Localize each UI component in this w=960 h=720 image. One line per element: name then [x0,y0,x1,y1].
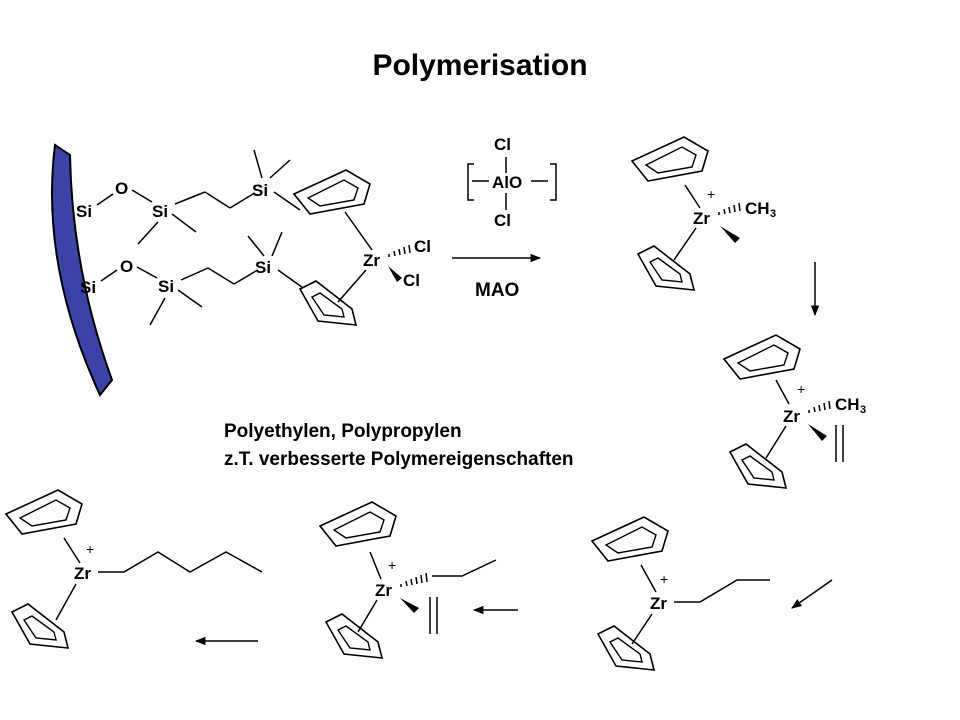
zr-atom: Zr [650,594,667,613]
mao-cl-bottom: Cl [494,211,511,230]
si-atom: Si [252,181,268,200]
mao-structure: Cl AlO Cl [467,135,557,230]
silica-support-surface [51,143,114,397]
methyl-ch: CH [835,395,860,414]
mao-label: MAO [475,280,519,301]
cl-atom: Cl [414,237,431,256]
cationic-methyl-zirconocene: Zr + CH 3 [631,136,776,291]
pentyl-zirconocene: Zr + [5,489,263,649]
methyl-subscript: 3 [860,404,866,416]
cl-atom: Cl [403,271,420,290]
methyl-subscript: 3 [770,208,776,220]
zr-atom: Zr [363,251,380,270]
propyl-olefin-complex: Zr + [319,501,497,659]
cation-charge: + [86,541,94,557]
si-atom: Si [158,277,174,296]
cation-charge: + [660,571,668,587]
si-atom: Si [255,258,271,277]
si-atom: Si [80,278,96,297]
cation-charge: + [388,557,396,573]
o-atom: O [120,257,133,276]
mao-cl-top: Cl [494,135,511,154]
mao-alo: AlO [492,173,522,192]
zr-atom: Zr [693,209,710,228]
si-atom: Si [76,202,92,221]
zr-atom: Zr [74,564,91,583]
zr-atom: Zr [375,581,392,600]
caption-line-2: z.T. verbesserte Polymereigenschaften [224,449,574,470]
propyl-zirconocene: Zr + [591,516,770,671]
page-title: Polymerisation [372,49,587,82]
supported-zirconocene-catalyst: Si O Si Si Si O Si Si Zr [76,149,431,326]
cation-charge: + [797,381,805,397]
zr-atom: Zr [783,407,800,426]
o-atom: O [115,179,128,198]
olefin-coordinated-complex: Zr + CH 3 [723,334,866,489]
si-atom: Si [152,202,168,221]
methyl-ch: CH [745,199,770,218]
cation-charge: + [707,186,715,202]
caption-line-1: Polyethylen, Polypropylen [224,421,462,442]
step-arrow-diagonal [791,579,833,609]
